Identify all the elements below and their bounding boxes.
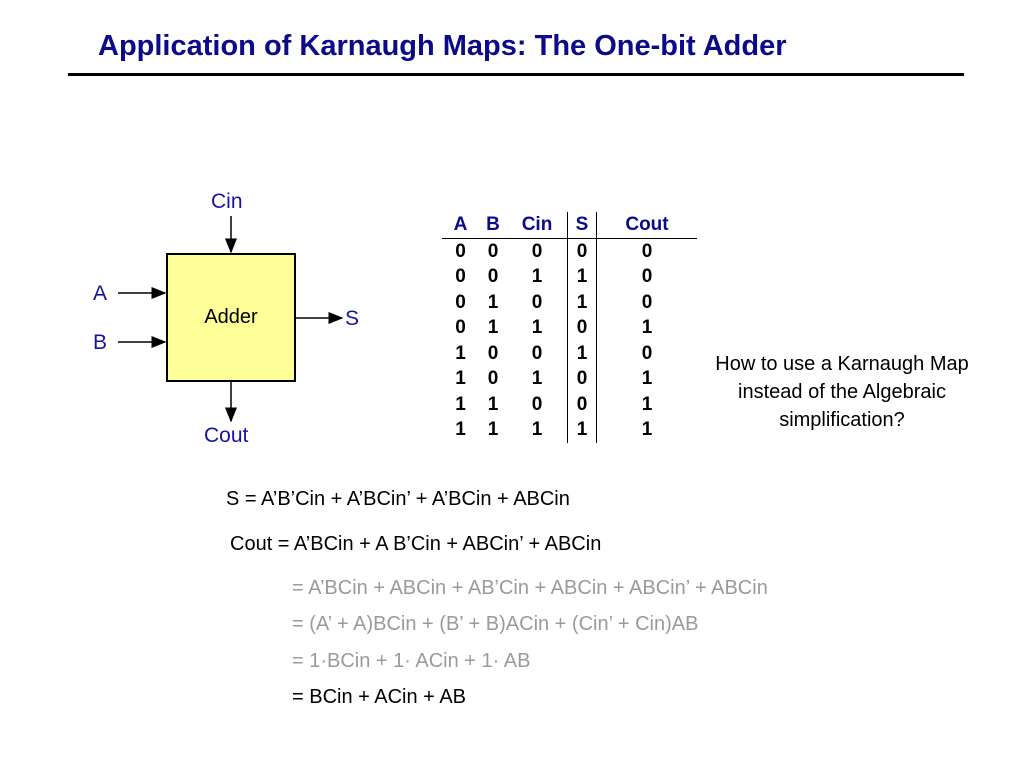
cell-cout: 1 bbox=[596, 366, 697, 392]
s-output-label: S bbox=[345, 307, 360, 330]
cin-input-label: Cin bbox=[211, 190, 243, 213]
cell-cout: 0 bbox=[596, 340, 697, 366]
cell-a: 1 bbox=[455, 393, 466, 415]
cell-a: 1 bbox=[455, 368, 466, 390]
title-underline bbox=[68, 73, 964, 76]
adder-label: Adder bbox=[204, 306, 258, 328]
cout-output-label: Cout bbox=[204, 424, 249, 447]
cell-cin: 0 bbox=[531, 291, 543, 313]
col-b-header: B bbox=[479, 212, 507, 239]
cell-s: 0 bbox=[567, 238, 597, 264]
cell-cout: 0 bbox=[596, 264, 697, 290]
b-input-label: B bbox=[93, 331, 108, 354]
cell-cin: 1 bbox=[531, 368, 543, 390]
cout-equation: Cout = A’BCin + A B’Cin + ABCin’ + ABCin bbox=[230, 533, 602, 555]
cell-s: 1 bbox=[567, 289, 597, 315]
cell-s: 1 bbox=[567, 264, 597, 290]
adder-block: Adder bbox=[166, 253, 296, 382]
cell-a: 1 bbox=[455, 419, 466, 441]
cell-a: 0 bbox=[455, 240, 466, 262]
cell-cin: 0 bbox=[531, 240, 543, 262]
cell-a: 0 bbox=[455, 317, 466, 339]
table-row: 1 1 0 0 1 bbox=[442, 391, 697, 417]
table-row: 0 0 1 1 0 bbox=[442, 264, 697, 290]
table-row: 1 1 1 1 1 bbox=[442, 417, 697, 443]
cell-cout: 0 bbox=[596, 289, 697, 315]
table-row: 1 0 0 1 0 bbox=[442, 340, 697, 366]
cell-b: 0 bbox=[487, 368, 499, 390]
cell-b: 0 bbox=[487, 240, 499, 262]
cout-step-2: = (A’ + A)BCin + (B’ + B)ACin + (Cin’ + … bbox=[292, 613, 699, 635]
cell-cout: 1 bbox=[596, 315, 697, 341]
cell-b: 1 bbox=[487, 317, 499, 339]
cell-cin: 1 bbox=[531, 317, 543, 339]
cell-cout: 1 bbox=[596, 417, 697, 443]
cout-step-4: = BCin + ACin + AB bbox=[292, 686, 466, 708]
cell-a: 1 bbox=[455, 342, 466, 364]
table-row: 0 1 1 0 1 bbox=[442, 315, 697, 341]
cell-b: 0 bbox=[487, 266, 499, 288]
cell-cin: 1 bbox=[531, 419, 543, 441]
cell-cout: 1 bbox=[596, 391, 697, 417]
table-row: 1 0 1 0 1 bbox=[442, 366, 697, 392]
cell-b: 1 bbox=[487, 393, 499, 415]
col-cin-header: Cin bbox=[507, 212, 568, 239]
table-row: 0 0 0 0 0 bbox=[442, 238, 697, 264]
cell-cin: 1 bbox=[531, 266, 543, 288]
cell-s: 0 bbox=[567, 391, 597, 417]
slide-title: Application of Karnaugh Maps: The One-bi… bbox=[98, 30, 787, 62]
cell-s: 1 bbox=[567, 340, 597, 366]
cell-b: 0 bbox=[487, 342, 499, 364]
col-cout-header: Cout bbox=[596, 212, 697, 239]
cell-cin: 0 bbox=[531, 393, 543, 415]
cout-step-1: = A’BCin + ABCin + AB’Cin + ABCin + ABCi… bbox=[292, 577, 768, 599]
cell-b: 1 bbox=[487, 419, 499, 441]
col-s-header: S bbox=[567, 212, 597, 239]
cell-s: 0 bbox=[567, 366, 597, 392]
cell-s: 0 bbox=[567, 315, 597, 341]
a-input-label: A bbox=[93, 282, 108, 305]
cell-b: 1 bbox=[487, 291, 499, 313]
sum-equation: S = A’B’Cin + A’BCin’ + A’BCin + ABCin bbox=[226, 488, 570, 510]
cell-cin: 0 bbox=[531, 342, 543, 364]
col-a-header: A bbox=[442, 212, 479, 239]
cout-step-3: = 1·BCin + 1· ACin + 1· AB bbox=[292, 650, 531, 672]
truth-table-header: A B Cin S Cout bbox=[442, 212, 697, 239]
karnaugh-question: How to use a Karnaugh Map instead of the… bbox=[715, 353, 969, 431]
cell-s: 1 bbox=[567, 417, 597, 443]
cell-a: 0 bbox=[455, 266, 466, 288]
truth-table: A B Cin S Cout 0 0 0 0 0 0 0 1 1 0 0 1 0… bbox=[442, 212, 697, 443]
cell-a: 0 bbox=[455, 291, 466, 313]
cell-cout: 0 bbox=[596, 238, 697, 264]
table-row: 0 1 0 1 0 bbox=[442, 289, 697, 315]
